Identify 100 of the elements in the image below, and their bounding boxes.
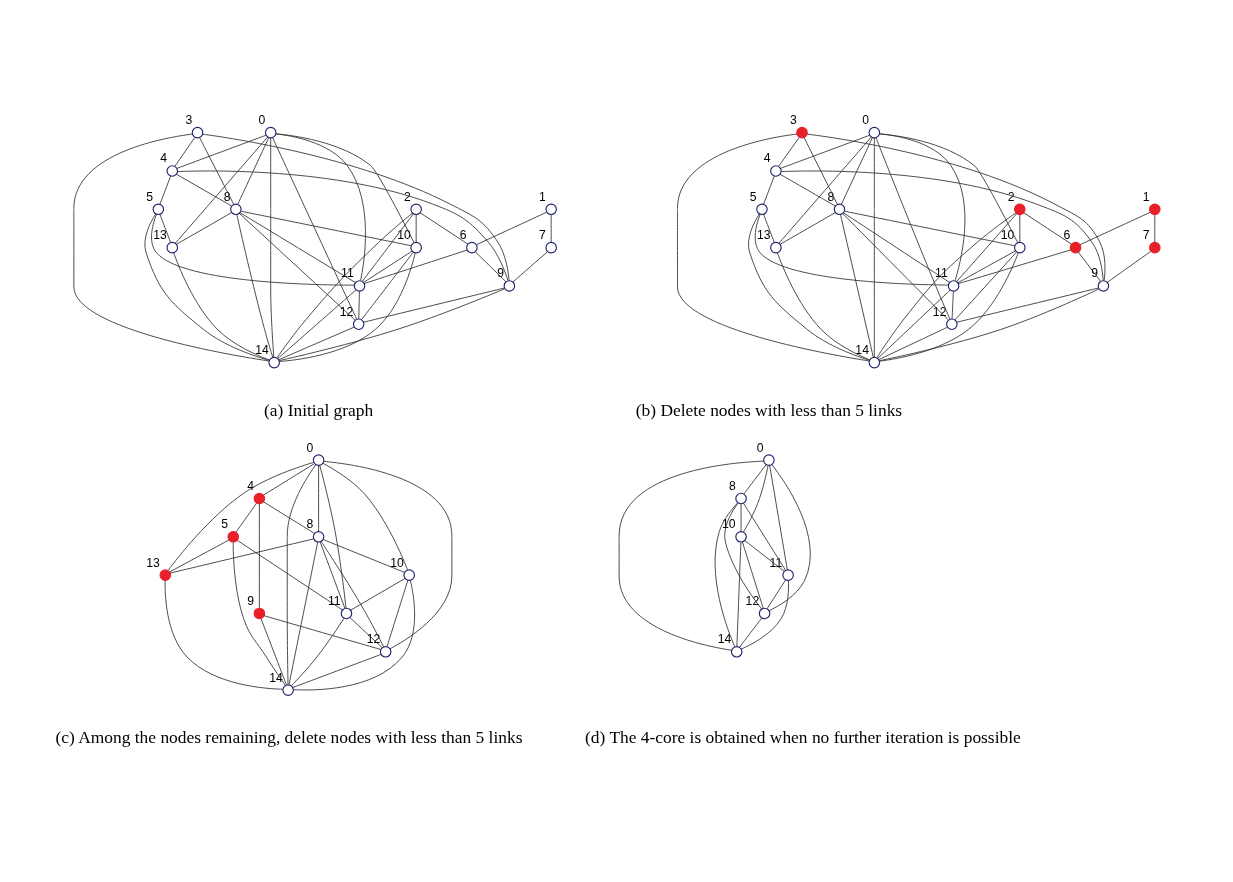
node-circle [230,203,242,216]
node-circle [763,454,775,466]
node-circle [227,531,240,543]
connector [778,136,872,244]
connector [236,539,343,611]
node-circle [758,607,771,620]
connector [199,137,235,205]
node-circle [868,356,881,369]
connector [177,170,509,282]
connector [275,133,415,244]
node-label: 0 [306,440,314,455]
node-circle [312,531,325,543]
connector [286,464,317,686]
node-circle [152,203,165,216]
connector [743,464,769,533]
node-circle [1149,203,1161,216]
connector [363,287,505,323]
connector [744,540,785,572]
connector [202,133,510,282]
node-circle [735,492,747,505]
node-label: 7 [1142,228,1150,243]
connector [876,212,1017,359]
connector [169,538,314,574]
connector [159,213,172,244]
connector [956,213,1018,283]
node-circle [1097,280,1110,292]
connector [276,212,413,359]
node-circle [312,454,325,466]
connector [235,502,257,533]
connector [951,290,954,320]
node-label: 1 [1142,189,1150,204]
connector [277,289,357,360]
connector [278,326,355,361]
node-label: 13 [153,228,167,243]
connector [293,579,416,691]
connector [176,134,267,169]
connector [768,464,811,612]
node-label: 14 [269,670,283,685]
connector [322,462,408,571]
node-label: 14 [855,343,869,358]
node-circle [403,569,415,581]
node-label: 5 [749,189,757,204]
connector [958,249,1072,285]
node-label: 3 [185,113,193,128]
connector [766,579,786,610]
node-circle [1014,241,1026,254]
node-label: 5 [221,517,228,532]
node-circle [833,203,846,216]
node-circle [166,165,179,177]
connector [159,175,172,205]
connector [763,175,775,205]
node-circle [410,203,422,216]
connector [323,461,453,650]
node-label: 11 [341,266,354,281]
connector [258,503,260,609]
node-label: 0 [258,113,266,128]
node-circle [253,607,266,620]
node-label: 11 [769,555,783,570]
node-label: 4 [247,478,255,493]
node-circle [191,126,204,139]
connector [954,251,1017,321]
node-label: 12 [745,593,760,608]
node-circle [868,126,881,139]
connector [260,618,287,686]
node-label: 12 [932,304,947,319]
connector [320,541,385,648]
connector [73,133,270,362]
node-label: 10 [397,228,411,243]
connector [739,617,763,648]
connector [843,212,950,283]
node-circle [1014,203,1026,216]
node-circle [353,280,366,292]
node-label: 11 [327,593,341,608]
node-label: 9 [1091,266,1099,281]
connector [263,463,315,496]
connector [677,133,870,362]
connector [618,460,765,651]
node-circle [735,531,747,543]
connector [174,137,196,167]
connector [878,326,948,361]
connector [272,137,358,320]
node-label: 13 [756,228,771,243]
node-circle [282,684,294,696]
node-label: 14 [255,343,269,358]
connector [237,137,270,205]
connector [842,213,949,321]
node-label: 10 [722,517,736,532]
connector [879,252,1019,362]
connector [878,288,1100,362]
connector [238,213,356,321]
connector [776,252,871,361]
connector [763,213,775,244]
connector [476,211,548,246]
connector [769,465,788,571]
connector [358,290,360,320]
connector [474,251,507,283]
connector [1106,250,1152,283]
connector [714,502,739,648]
connector [879,133,1019,244]
connector [386,580,409,647]
